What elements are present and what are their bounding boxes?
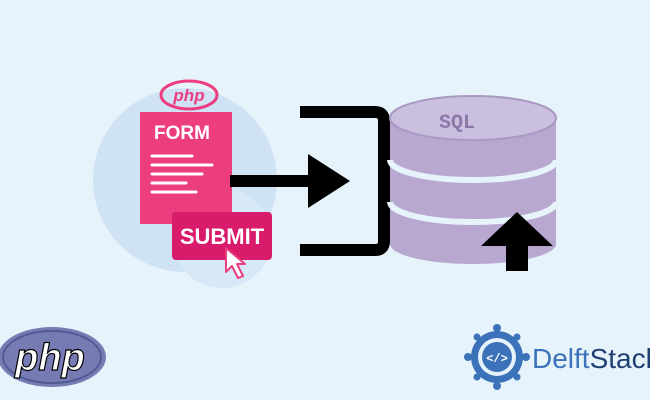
delftstack-emblem-icon: </>: [464, 324, 530, 390]
bracket-icon: [300, 106, 390, 256]
brand-name-part2: Stack: [590, 343, 650, 374]
php-badge-text: php: [172, 86, 204, 105]
delftstack-logo: </> DelftStack: [464, 324, 650, 390]
form-title: FORM: [154, 123, 210, 144]
delftstack-wordmark: DelftStack: [532, 343, 650, 374]
form-sheet: [140, 112, 232, 224]
arrow-right-icon: [230, 154, 350, 208]
php-logo: php: [0, 327, 106, 387]
brand-name-part1: Delft: [532, 343, 590, 374]
form-document: FORM: [140, 112, 232, 224]
php-logo-text: php: [14, 337, 85, 379]
svg-text:</>: </>: [486, 352, 508, 366]
php-badge: php: [159, 79, 219, 111]
database-label: SQL: [439, 112, 475, 135]
form-text-lines-icon: [150, 154, 214, 194]
cursor-icon: [225, 247, 246, 279]
submit-button: SUBMIT: [172, 212, 272, 260]
submit-label: SUBMIT: [180, 224, 265, 249]
upload-arrow-icon: [481, 212, 553, 271]
